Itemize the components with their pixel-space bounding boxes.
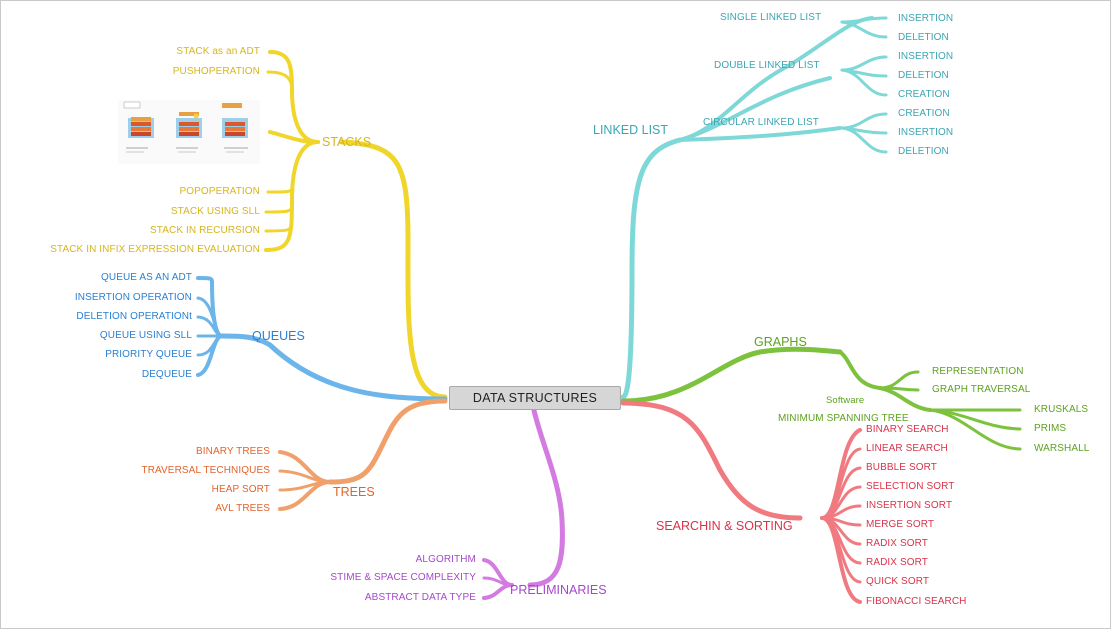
branch-preliminaries-title[interactable]: PRELIMINARIES xyxy=(510,583,607,597)
linked-list-item[interactable]: INSERTION xyxy=(898,51,954,62)
linked-list-item[interactable]: CREATION xyxy=(898,108,950,119)
queues-item[interactable]: QUEUE AS AN ADT xyxy=(101,272,192,283)
queues-item[interactable]: PRIORITY QUEUE xyxy=(105,349,192,360)
preliminaries-item[interactable]: STIME & SPACE COMPLEXITY xyxy=(330,572,476,583)
searching-item[interactable]: SELECTION SORT xyxy=(866,481,955,492)
trees-item[interactable]: AVL TREES xyxy=(215,503,270,514)
branch-stacks-title[interactable]: STACKS xyxy=(322,135,372,149)
branch-trees-title[interactable]: TREES xyxy=(333,485,375,499)
trees-item[interactable]: BINARY TREES xyxy=(195,446,270,457)
queues-item[interactable]: DEQUEUE xyxy=(141,369,192,380)
graphs-item[interactable]: GRAPH TRAVERSAL xyxy=(932,384,1031,395)
searching-item[interactable]: RADIX SORT xyxy=(866,538,928,549)
searching-item[interactable]: INSERTION SORT xyxy=(866,500,953,511)
searching-item[interactable]: BUBBLE SORT xyxy=(866,462,937,473)
branch-linked-list-title[interactable]: LINKED LIST xyxy=(593,123,669,137)
preliminaries-item[interactable]: ABSTRACT DATA TYPE xyxy=(364,592,476,603)
linked-list-item[interactable]: DELETION xyxy=(898,146,949,157)
stacks-item[interactable]: STACK as an ADT xyxy=(176,46,260,57)
stacks-item[interactable]: PUSHOPERATION xyxy=(172,66,260,77)
branch-graphs-title[interactable]: GRAPHS xyxy=(754,335,807,349)
linked-list-item[interactable]: CREATION xyxy=(898,89,950,100)
searching-item[interactable]: RADIX SORT xyxy=(866,557,928,568)
graphs-item[interactable]: MINIMUM SPANNING TREE xyxy=(778,413,909,424)
searching-item[interactable]: MERGE SORT xyxy=(866,519,935,530)
preliminaries-item[interactable]: ALGORITHM xyxy=(415,554,476,565)
queues-item[interactable]: QUEUE USING SLL xyxy=(99,330,192,341)
double-linked-list-node[interactable]: DOUBLE LINKED LIST xyxy=(714,60,820,71)
central-topic-node[interactable]: DATA STRUCTURES xyxy=(449,386,621,410)
mst-item[interactable]: KRUSKALS xyxy=(1034,404,1089,415)
stacks-item[interactable]: STACK USING SLL xyxy=(170,206,260,217)
single-linked-list-node[interactable]: SINGLE LINKED LIST xyxy=(720,12,822,23)
stack-illustration-image xyxy=(118,100,260,164)
graphs-software-node[interactable]: Software xyxy=(826,395,865,406)
linked-list-item[interactable]: INSERTION xyxy=(898,13,954,24)
linked-list-item[interactable]: DELETION xyxy=(898,32,949,43)
linked-list-item[interactable]: DELETION xyxy=(898,70,949,81)
circular-linked-list-node[interactable]: CIRCULAR LINKED LIST xyxy=(703,117,819,128)
stacks-item[interactable]: STACK IN INFIX EXPRESSION EVALUATION xyxy=(50,244,260,255)
mst-item[interactable]: PRIMS xyxy=(1034,423,1067,434)
trees-item[interactable]: HEAP SORT xyxy=(211,484,270,495)
queues-item[interactable]: INSERTION OPERATION xyxy=(74,292,192,303)
stacks-item[interactable]: STACK IN RECURSION xyxy=(150,225,260,236)
searching-item[interactable]: FIBONACCI SEARCH xyxy=(866,596,967,607)
trees-item[interactable]: TRAVERSAL TECHNIQUES xyxy=(141,465,270,476)
searching-item[interactable]: LINEAR SEARCH xyxy=(866,443,948,454)
branch-searching-sorting-title[interactable]: SEARCHIN & SORTING xyxy=(656,519,793,533)
queues-item[interactable]: DELETION OPERATIONt xyxy=(76,311,192,322)
linked-list-item[interactable]: INSERTION xyxy=(898,127,954,138)
stacks-item[interactable]: POPOPERATION xyxy=(179,186,260,197)
graphs-item[interactable]: REPRESENTATION xyxy=(932,366,1024,377)
branch-queues-title[interactable]: QUEUES xyxy=(252,329,305,343)
mst-item[interactable]: WARSHALL xyxy=(1034,443,1090,454)
searching-item[interactable]: BINARY SEARCH xyxy=(866,424,949,435)
searching-item[interactable]: QUICK SORT xyxy=(866,576,930,587)
